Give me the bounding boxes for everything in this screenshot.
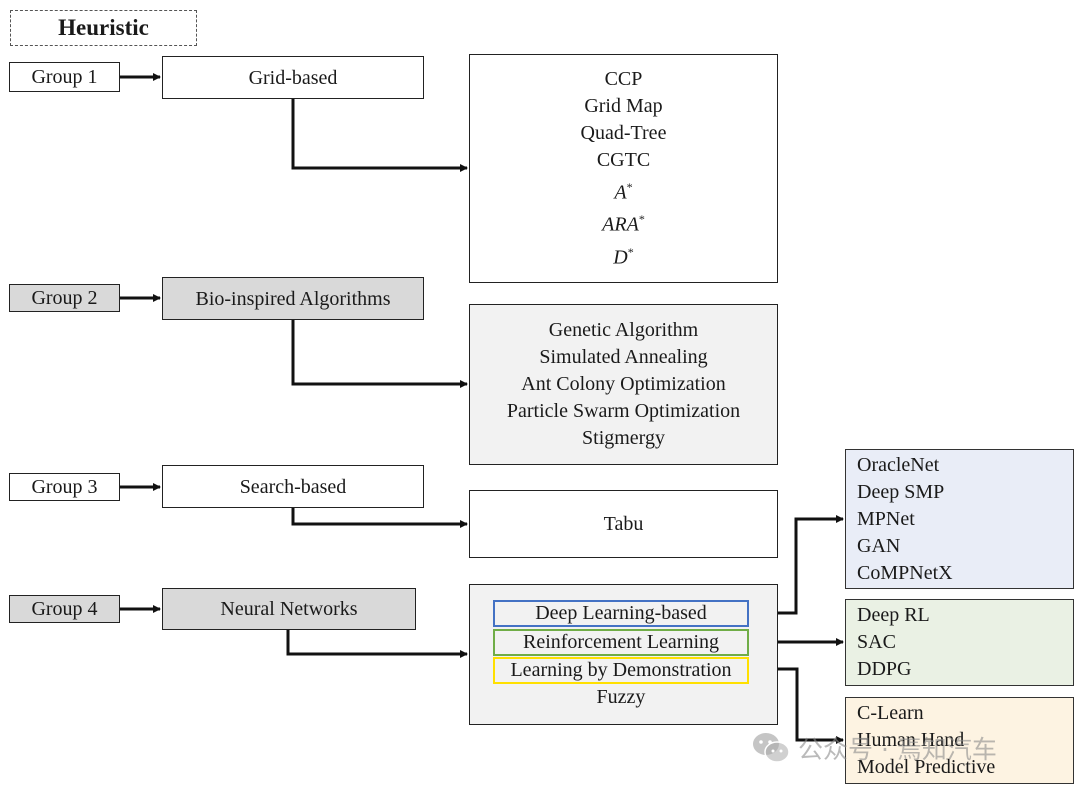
grid-item: CCP bbox=[604, 67, 643, 90]
dl-item: OracleNet bbox=[857, 453, 940, 476]
grid-item-d-star: D* bbox=[613, 239, 633, 272]
math-base: A bbox=[614, 181, 627, 204]
reinforcement-learning-item: Reinforcement Learning bbox=[493, 629, 749, 656]
connector-bio bbox=[291, 320, 468, 388]
watermark-text: 公众号 · 焉知汽车 bbox=[798, 735, 997, 764]
fuzzy-item: Fuzzy bbox=[596, 686, 646, 708]
grid-item-a-star: A* bbox=[614, 174, 632, 207]
bio-item: Genetic Algorithm bbox=[548, 319, 699, 341]
grid-based-box: Grid-based bbox=[162, 56, 424, 99]
math-base: ARA bbox=[602, 213, 639, 236]
connector-search bbox=[291, 508, 468, 528]
rl-item: DDPG bbox=[857, 658, 912, 680]
group-4-label: Group 4 bbox=[9, 595, 120, 623]
math-sup: * bbox=[626, 179, 633, 194]
grid-methods-box bbox=[469, 54, 778, 283]
lbd-item: Model Predictive bbox=[857, 756, 996, 778]
lbd-item: C-Learn bbox=[857, 702, 924, 724]
math-sup: * bbox=[627, 244, 634, 259]
wechat-icon bbox=[752, 731, 790, 765]
bio-item: Particle Swarm Optimization bbox=[506, 400, 741, 422]
bio-methods-box bbox=[469, 304, 778, 465]
bio-item: Simulated Annealing bbox=[539, 346, 708, 368]
grid-methods-list: CCP Grid Map Quad-Tree CGTC A* ARA* D* bbox=[469, 54, 778, 283]
grid-item-ara-star: ARA* bbox=[602, 206, 645, 239]
bio-item: Stigmergy bbox=[582, 427, 665, 449]
group-2-label: Group 2 bbox=[9, 284, 120, 312]
dl-item: GAN bbox=[857, 534, 901, 557]
grid-item: Quad-Tree bbox=[580, 121, 667, 144]
diagram-title: Heuristic bbox=[10, 10, 197, 46]
learning-by-demonstration-item: Learning by Demonstration bbox=[493, 657, 749, 684]
connector-grid bbox=[291, 99, 468, 172]
deep-learning-item: Deep Learning-based bbox=[493, 600, 749, 627]
reinforcement-methods-list: Deep RL SAC DDPG bbox=[857, 599, 1072, 686]
search-methods-box: Tabu bbox=[469, 490, 778, 558]
deep-learning-methods-list: OracleNet Deep SMP MPNet GAN CoMPNetX bbox=[857, 449, 1072, 589]
grid-item: Grid Map bbox=[584, 94, 663, 117]
connector-nn bbox=[286, 630, 468, 658]
dl-item: CoMPNetX bbox=[857, 561, 953, 584]
demonstration-methods-list: C-Learn Human Hand Model Predictive bbox=[857, 697, 1072, 784]
neural-networks-box: Neural Networks bbox=[162, 588, 416, 630]
lbd-item: Human Hand bbox=[857, 729, 965, 751]
reinforcement-methods-box bbox=[845, 599, 1074, 686]
deep-learning-methods-box bbox=[845, 449, 1074, 589]
group-1-label: Group 1 bbox=[9, 62, 120, 92]
rl-item: Deep RL bbox=[857, 604, 930, 626]
search-based-box: Search-based bbox=[162, 465, 424, 508]
dl-item: MPNet bbox=[857, 507, 915, 530]
dl-item: Deep SMP bbox=[857, 480, 945, 503]
bio-item: Ant Colony Optimization bbox=[521, 373, 726, 395]
bio-methods-list: Genetic Algorithm Simulated Annealing An… bbox=[469, 304, 778, 465]
bio-inspired-box: Bio-inspired Algorithms bbox=[162, 277, 424, 320]
rl-item: SAC bbox=[857, 631, 896, 653]
math-base: D bbox=[613, 246, 628, 269]
grid-item: CGTC bbox=[596, 148, 651, 171]
watermark: 公众号 · 焉知汽车 bbox=[752, 730, 997, 766]
math-sup: * bbox=[638, 212, 645, 227]
group-3-label: Group 3 bbox=[9, 473, 120, 501]
demonstration-methods-box bbox=[845, 697, 1074, 784]
